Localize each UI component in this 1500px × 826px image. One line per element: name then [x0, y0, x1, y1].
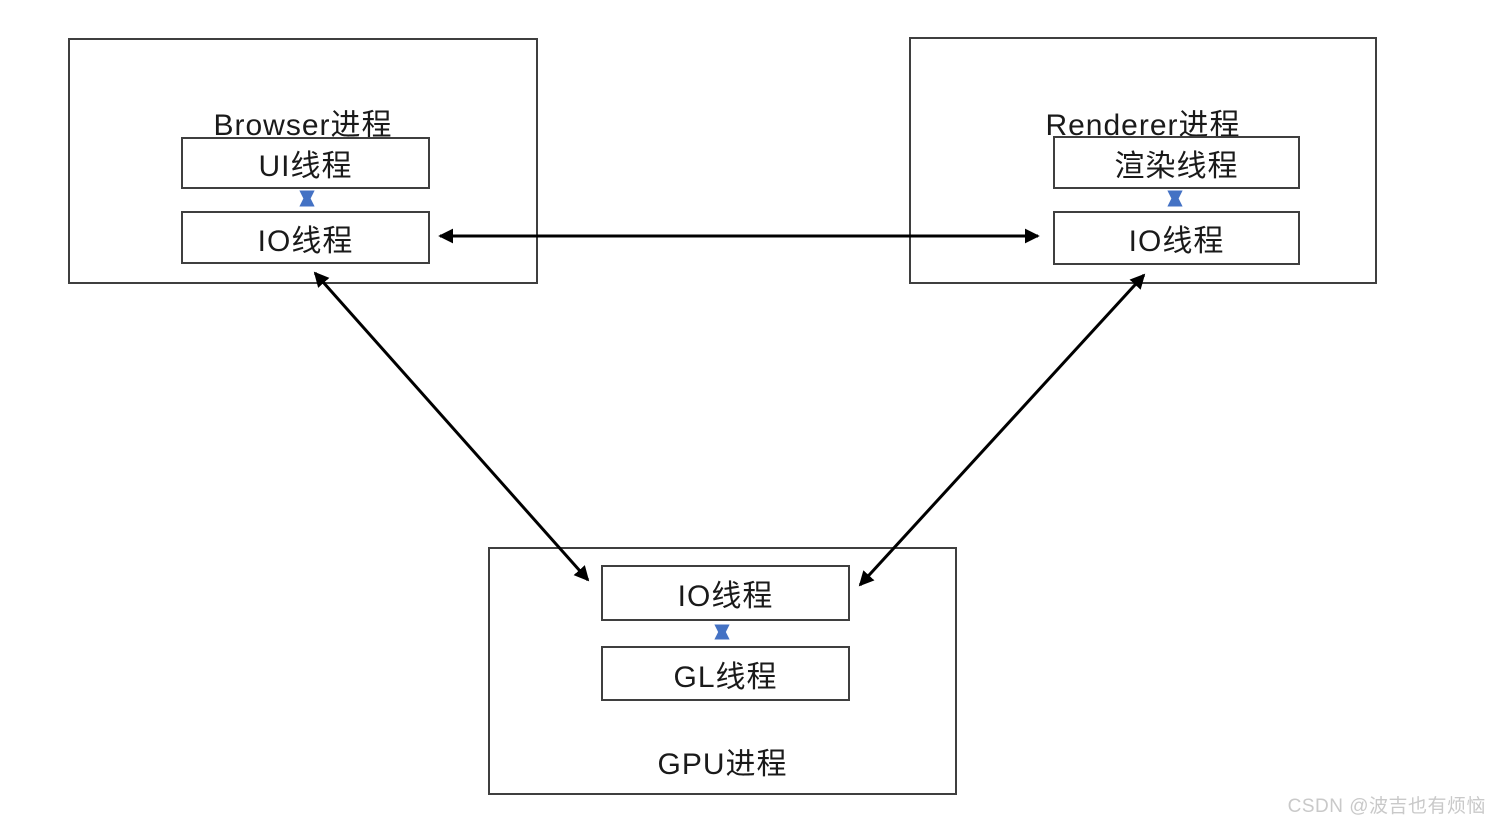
browser-process-box: Browser进程 UI线程 IO线程: [68, 38, 538, 284]
browser-process-title: Browser进程: [213, 109, 393, 142]
browser-io-thread-box: IO线程: [181, 211, 430, 264]
arrow-browser-io-to-gpu-io: [313, 271, 590, 582]
browser-ui-thread-box: UI线程: [181, 137, 430, 189]
csdn-watermark: CSDN @波吉也有烦恼: [1287, 796, 1486, 817]
gpu-io-thread-box: IO线程: [601, 565, 850, 621]
gpu-process-title: GPU进程: [657, 748, 788, 781]
renderer-process-box: Renderer进程 渲染线程 IO线程: [909, 37, 1377, 284]
gpu-gl-thread-box: GL线程: [601, 646, 850, 701]
arrow-renderer-io-to-gpu-io: [858, 273, 1146, 587]
renderer-render-thread-box: 渲染线程: [1053, 136, 1300, 189]
gpu-process-box: IO线程 GL线程 GPU进程: [488, 547, 957, 795]
renderer-io-thread-box: IO线程: [1053, 211, 1300, 265]
